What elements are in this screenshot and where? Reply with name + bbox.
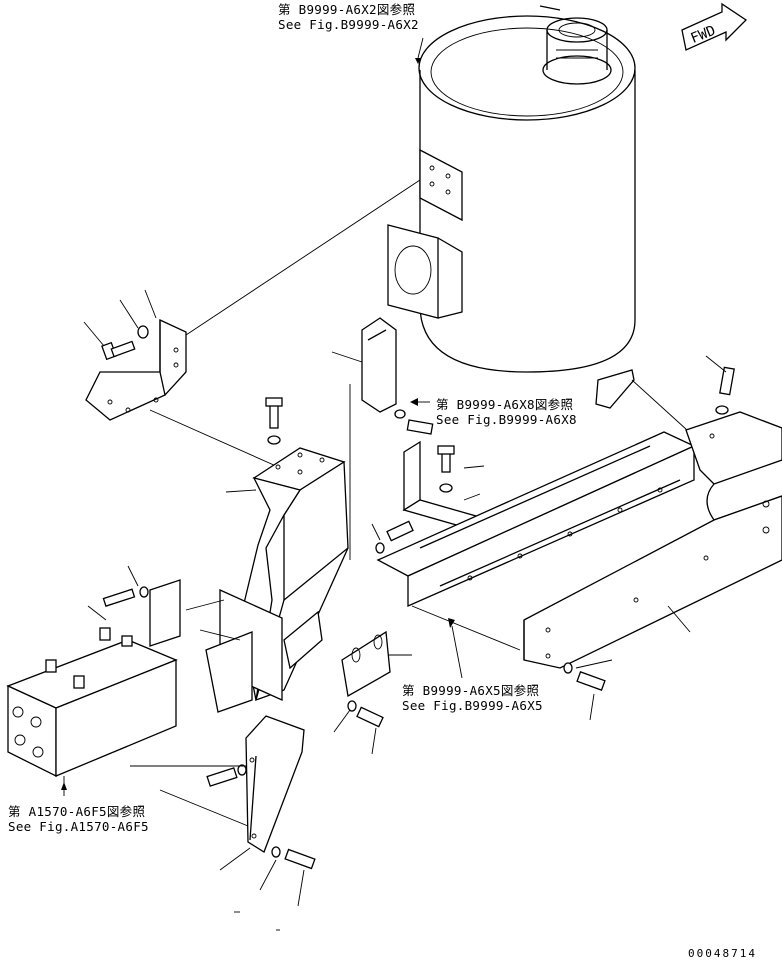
reference-left-en: See Fig.A1570-A6F5 — [8, 819, 149, 834]
reference-left-jp: 第 A1570-A6F5図参照 — [8, 804, 146, 819]
washer — [394, 409, 406, 419]
washer — [439, 483, 453, 493]
small-angle-bracket — [595, 369, 635, 409]
washer — [137, 325, 149, 339]
long-frame-rail — [376, 431, 696, 607]
document-number: 00048714 — [688, 947, 757, 960]
reference-top-en: See Fig.B9999-A6X2 — [278, 17, 419, 32]
vertical-clip-bracket — [361, 317, 397, 413]
bolt — [284, 848, 316, 870]
reference-top-jp: 第 B9999-A6X2図参照 — [278, 2, 416, 17]
washer — [237, 764, 247, 776]
rear-plate — [205, 588, 283, 713]
bolt — [406, 419, 434, 435]
lower-cover — [245, 715, 305, 853]
upper-left-bracket — [85, 318, 187, 421]
washer — [271, 846, 281, 858]
bolt — [356, 706, 384, 728]
bolt — [719, 366, 735, 396]
washer — [563, 662, 573, 674]
reference-right-en: See Fig.B9999-A6X5 — [402, 698, 543, 713]
reference-top: 第 B9999-A6X2図参照 See Fig.B9999-A6X2 — [278, 2, 419, 32]
bolt — [101, 340, 136, 361]
fwd-label: FWD — [688, 23, 717, 47]
right-channel-box — [523, 411, 782, 669]
bolt — [206, 767, 238, 787]
reference-mid: 第 B9999-A6X8図参照 See Fig.B9999-A6X8 — [436, 397, 577, 427]
bolt — [576, 671, 606, 691]
reference-right-jp: 第 B9999-A6X5図参照 — [402, 683, 540, 698]
cylinder-side-bracket — [387, 148, 463, 319]
reference-mid-jp: 第 B9999-A6X8図参照 — [436, 397, 574, 412]
bolt — [386, 520, 414, 542]
fwd-arrow-icon: FWD — [681, 2, 748, 51]
reference-mid-en: See Fig.B9999-A6X8 — [436, 412, 577, 427]
washer — [715, 405, 729, 415]
washer — [267, 435, 281, 445]
small-mount-plate — [341, 630, 391, 698]
reference-left: 第 A1570-A6F5図参照 See Fig.A1570-A6F5 — [8, 804, 149, 834]
angle-support-bracket — [402, 440, 478, 527]
left-control-box — [6, 579, 181, 778]
reference-right: 第 B9999-A6X5図参照 See Fig.B9999-A6X5 — [402, 683, 543, 713]
